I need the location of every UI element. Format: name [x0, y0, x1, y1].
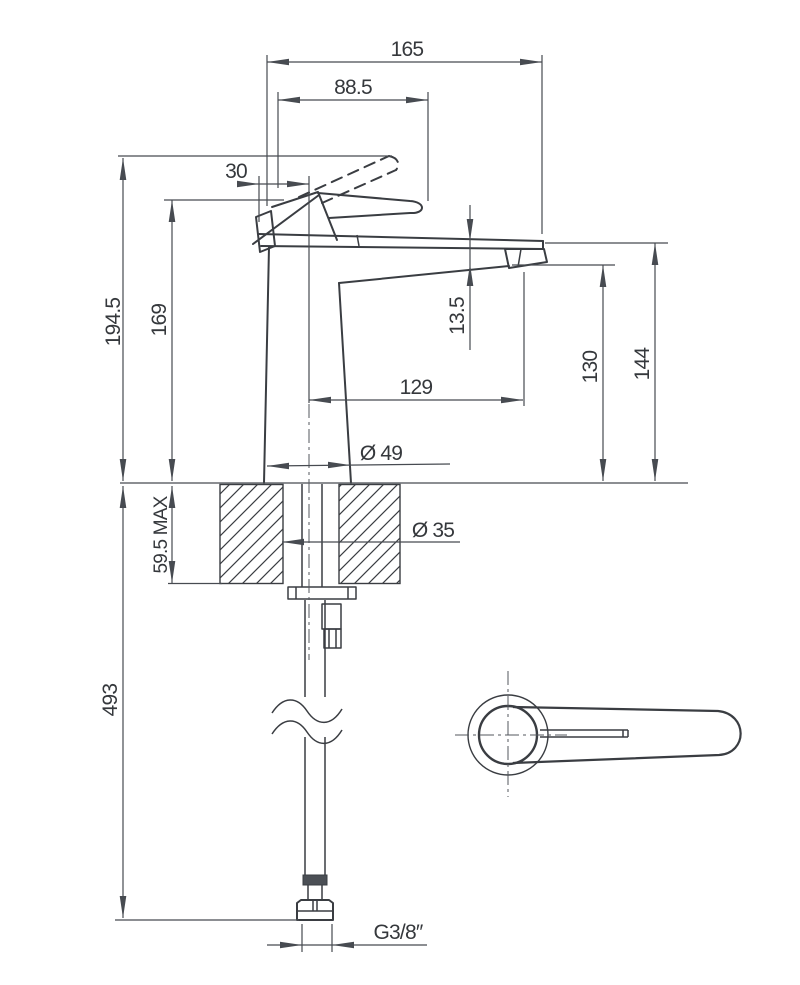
mounting-deck-section	[120, 404, 688, 660]
dim-spout-reach: 129	[309, 272, 525, 406]
deck-hatch-right	[338, 483, 401, 585]
handle-lever-solid	[317, 192, 423, 219]
dim-spout-to-deck: 144	[545, 242, 668, 481]
dim-label-30: 30	[225, 160, 247, 183]
dim-label-130: 130	[579, 351, 602, 384]
dim-handle-rear-offset: 30	[225, 160, 310, 403]
dim-label-165: 165	[391, 38, 424, 61]
dim-handle-length: 88.5	[277, 76, 429, 201]
dim-thread-size: G3/8″	[267, 921, 427, 952]
spout	[258, 233, 544, 284]
dim-label-59-5-max: 59.5 MAX	[151, 495, 172, 573]
aerator	[504, 248, 548, 269]
dim-body-height: 169	[148, 199, 284, 481]
dim-label-129: 129	[400, 376, 433, 399]
dim-label-g38: G3/8″	[374, 921, 424, 944]
dim-label-d49: Ø 49	[360, 442, 402, 465]
lever-top-view-outline	[512, 705, 742, 765]
deck-hatch-left	[219, 483, 284, 585]
mounting-shank	[287, 484, 357, 649]
dim-aerator-to-deck: 130	[512, 264, 615, 481]
dim-label-144: 144	[631, 347, 654, 381]
dimension-annotations: 165 88.5 30 194.5 169	[99, 38, 668, 952]
lever-slot	[540, 729, 629, 738]
faucet-stem	[263, 246, 352, 484]
dim-total-height: 194.5	[102, 155, 392, 481]
handle-top-view	[455, 671, 742, 797]
supply-hose	[271, 600, 343, 921]
dim-label-169: 169	[148, 304, 171, 337]
handle-lever-raised-dashed	[298, 155, 400, 204]
dim-label-194-5: 194.5	[102, 298, 125, 347]
dim-label-13-5: 13.5	[446, 297, 469, 335]
dim-base-diameter: Ø 49	[266, 442, 451, 470]
dim-deck-thickness-max: 59.5 MAX	[151, 486, 222, 585]
dim-label-493: 493	[99, 684, 122, 717]
dim-spout-underside-drop: 13.5	[446, 205, 474, 350]
hose-end-fitting	[296, 874, 334, 921]
faucet-side-view	[252, 155, 548, 484]
dim-hole-diameter: Ø 35	[282, 519, 460, 546]
dim-hose-length: 493	[99, 486, 299, 921]
dim-label-d35: Ø 35	[412, 519, 454, 542]
dim-label-88-5: 88.5	[334, 76, 372, 99]
dim-overall-depth: 165	[266, 38, 543, 234]
pipe-break-symbol	[271, 699, 343, 745]
hose-nut	[296, 899, 334, 921]
